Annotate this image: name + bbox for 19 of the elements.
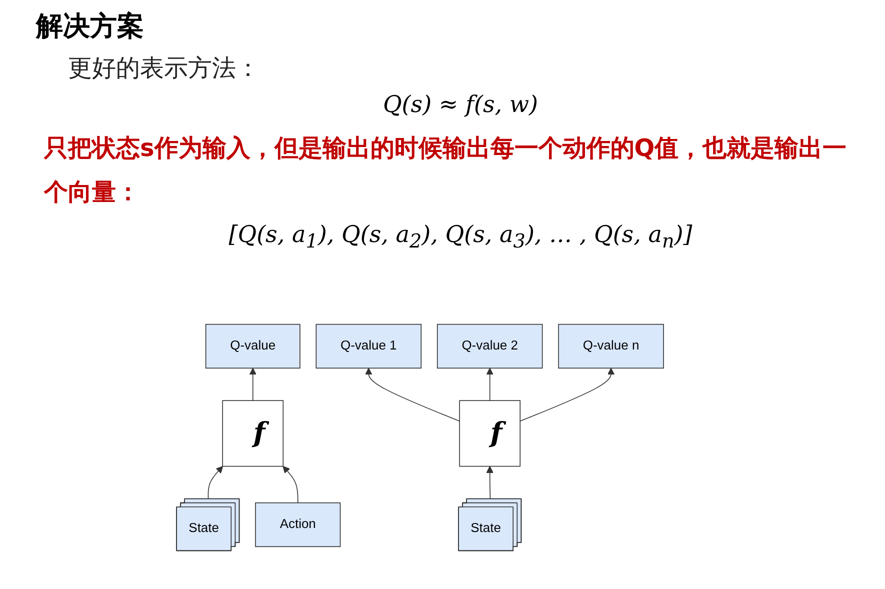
arrow <box>486 466 494 500</box>
node-box: Q-value 2 <box>436 324 543 369</box>
slide-title: 解决方案 <box>36 10 144 44</box>
formula: Q(s) ≈ f(s, w) <box>382 92 540 118</box>
arrow <box>520 368 615 422</box>
arrow <box>365 368 460 422</box>
node-box: Q-value n <box>558 324 664 369</box>
node-box: f <box>222 400 284 467</box>
bullet-text: 更好的表示方法： <box>68 53 261 84</box>
node-box: Q-value 1 <box>316 324 422 369</box>
formula: [Q(s, a$_{1}$), Q(s, a$_{2}$), Q(s, a$_{3}$), … , Q(s, a$_{n}$)] <box>228 222 694 253</box>
node-box: f <box>459 400 521 467</box>
arrow <box>486 368 494 401</box>
highlighted-bullet-text: 只把状态s作为输入，但是输出的时候输出每一个动作的Q值，也就是输出一个向量： <box>44 133 848 208</box>
node-box: Action <box>255 502 341 548</box>
arrow <box>249 368 256 401</box>
arrow <box>208 466 224 500</box>
arrow <box>282 466 298 504</box>
node-box: Q-value <box>205 324 300 369</box>
